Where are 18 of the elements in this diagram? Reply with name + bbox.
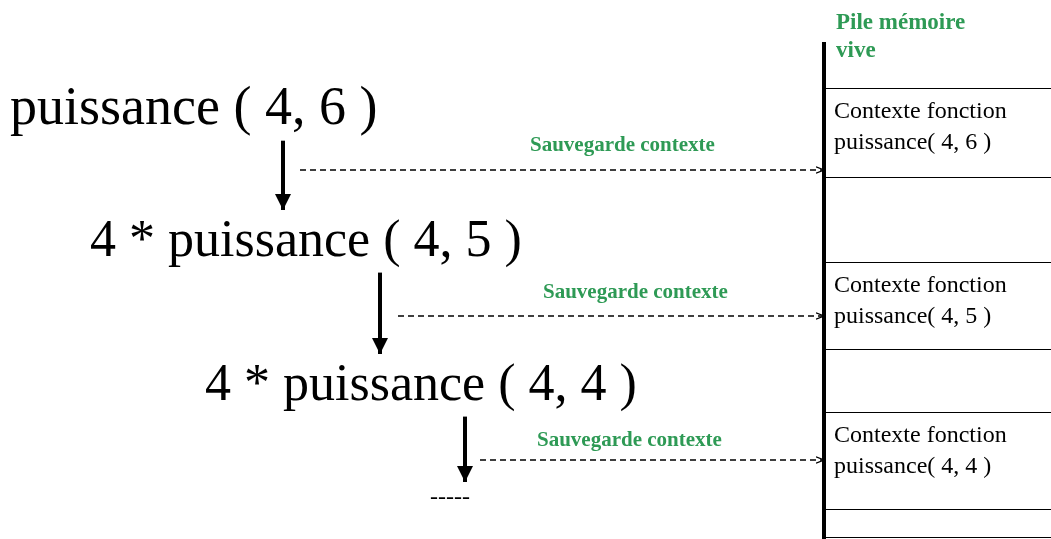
frame-text: Contexte fonction puissance( 4, 5 ) [833, 270, 1008, 331]
arrow [457, 416, 473, 482]
edge-label: Sauvegarde contexte [537, 428, 722, 452]
dashed-arrow [397, 312, 825, 320]
call-expression: ----- [430, 484, 470, 510]
arrow [372, 272, 388, 354]
stack-frame [826, 88, 1051, 178]
arrow [275, 140, 291, 210]
edge-label: Sauvegarde contexte [543, 280, 728, 304]
edge-label: Sauvegarde contexte [530, 133, 715, 157]
frame-text: Contexte fonction puissance( 4, 4 ) [833, 420, 1008, 481]
dashed-arrow [299, 166, 825, 174]
call-expression: 4 * puissance ( 4, 4 ) [205, 356, 637, 411]
call-expression: 4 * puissance ( 4, 5 ) [90, 212, 522, 267]
frame-text: Contexte fonction puissance( 4, 6 ) [833, 96, 1008, 157]
dashed-arrow [479, 456, 825, 464]
stack-title: Pile mémoire vive [836, 8, 967, 64]
call-expression: puissance ( 4, 6 ) [10, 78, 378, 135]
